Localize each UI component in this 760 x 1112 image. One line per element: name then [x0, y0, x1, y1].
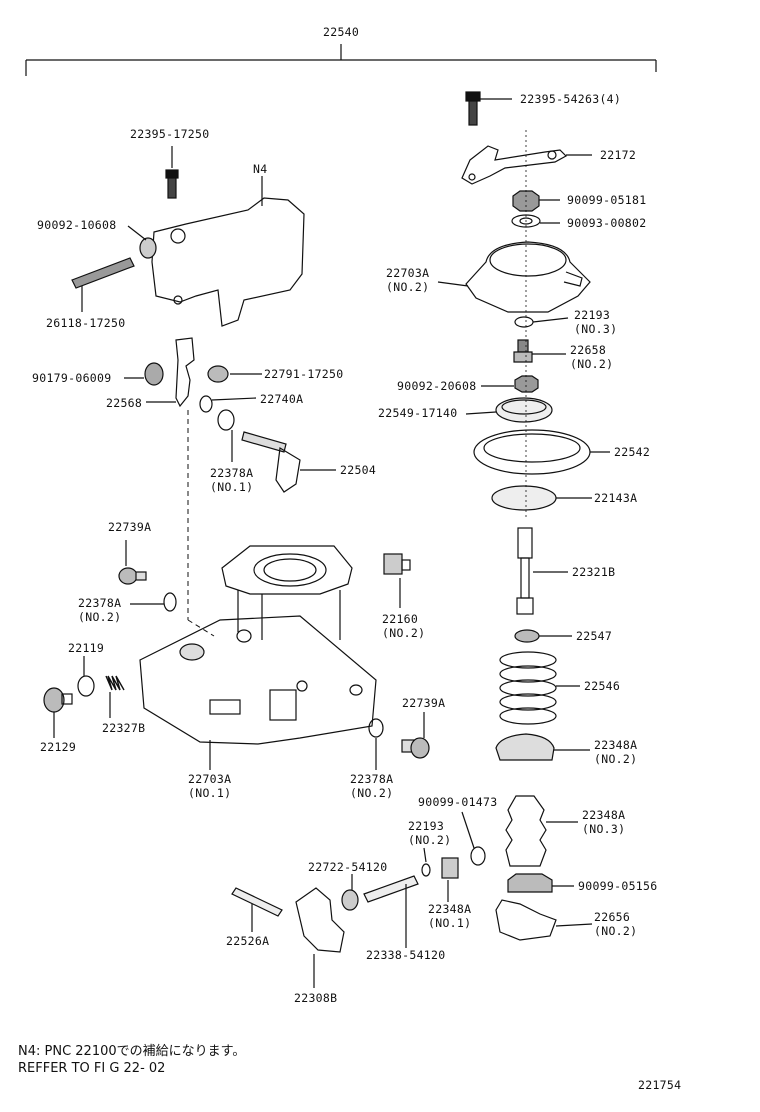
- part-label: 22740A: [260, 392, 304, 406]
- part-label: 22703A (NO.2): [386, 266, 430, 294]
- shaft-22504: [241, 431, 336, 493]
- washer-90099-01473: [461, 811, 486, 866]
- part-label: 22547: [576, 629, 613, 643]
- assembly-bracket: [25, 44, 657, 76]
- ring-22547: [514, 629, 572, 643]
- o-ring-22193-no2: [421, 847, 431, 877]
- cup-22656-no2: [495, 899, 593, 941]
- pin-22526a: [231, 887, 283, 932]
- part-label: 22321B: [572, 565, 616, 579]
- washer-22740a: [199, 395, 257, 413]
- nut-90092-20608: [481, 375, 539, 393]
- lever-22308b: [295, 887, 345, 988]
- carburetor-body-22703a-no1: [139, 545, 377, 770]
- part-label: 90093-00802: [567, 216, 647, 230]
- part-label: 22378A (NO.2): [78, 596, 122, 624]
- supply-note: N4: PNC 22100での補給になります。: [18, 1044, 246, 1059]
- nut-90179-06009: [124, 362, 164, 386]
- part-label: 22526A: [226, 934, 270, 948]
- part-label: 22308B: [294, 991, 338, 1005]
- part-label: 22658 (NO.2): [570, 343, 614, 371]
- bushing-22722-54120: [341, 874, 359, 911]
- part-label: 22143A: [594, 491, 638, 505]
- fitting-22658: [513, 339, 566, 363]
- washer-90093-00802: [511, 214, 560, 228]
- part-label: 22172: [600, 148, 637, 162]
- diaphragm-22542: [473, 429, 610, 475]
- part-label: 22160 (NO.2): [382, 612, 426, 640]
- diaphragm-cover-22703a-no2: [437, 241, 591, 313]
- part-label: 90099-01473: [418, 795, 498, 809]
- o-ring-22193-no3: [514, 316, 569, 328]
- part-label: 22656 (NO.2): [594, 910, 638, 938]
- stud-26118-17250: [71, 257, 135, 312]
- assembly-number: 22540: [323, 25, 360, 39]
- part-label: 90092-10608: [37, 218, 117, 232]
- part-label: 90099-05181: [567, 193, 647, 207]
- part-label: 22378A (NO.1): [210, 466, 254, 494]
- part-label: 22703A (NO.1): [188, 772, 232, 800]
- part-label: 22549-17140: [378, 406, 458, 420]
- washer-22378a-no1: [217, 409, 235, 462]
- collar-90092-10608: [127, 225, 157, 259]
- part-label: 22193 (NO.3): [574, 308, 618, 336]
- sleeve-22348a-no1: [441, 857, 459, 902]
- shaft-22338-54120: [363, 875, 419, 948]
- part-label: 90179-06009: [32, 371, 112, 385]
- part-label: 22739A: [108, 520, 152, 534]
- part-label: N4: [253, 162, 268, 176]
- part-label: 22348A (NO.2): [594, 738, 638, 766]
- part-label: 90099-05156: [578, 879, 658, 893]
- link-22172: [461, 145, 592, 185]
- part-label: 22193 (NO.2): [408, 819, 452, 847]
- part-label: 22395-17250: [130, 127, 210, 141]
- part-label: 22327B: [102, 721, 146, 735]
- spring-22546: [499, 651, 580, 725]
- washer-22378a-no2-left: [130, 592, 177, 612]
- retainer-22549-17140: [465, 397, 553, 423]
- part-label: 22129: [40, 740, 77, 754]
- part-label: 22722-54120: [308, 860, 388, 874]
- part-label: 22546: [584, 679, 621, 693]
- screw-22739a-left: [118, 540, 147, 585]
- nut-90099-05156: [507, 873, 574, 893]
- part-label: 22348A (NO.3): [582, 808, 626, 836]
- lever-22568: [146, 337, 195, 408]
- part-label: 26118-17250: [46, 316, 126, 330]
- part-label: 22504: [340, 463, 377, 477]
- spring-22327b: [105, 675, 125, 718]
- jet-22160-no2: [383, 553, 411, 608]
- bracket-n4: [151, 176, 305, 327]
- gasket-22119: [77, 656, 95, 697]
- washer-22378a-no2-right: [368, 718, 384, 770]
- part-label: 22338-54120: [366, 948, 446, 962]
- part-label: 22542: [614, 445, 651, 459]
- part-label: 22568: [106, 396, 143, 410]
- boot-22348a-no3: [505, 795, 578, 867]
- screw-22395-17250: [165, 146, 179, 199]
- seat-22348a-no2: [495, 733, 590, 761]
- screw-22739a-right: [401, 712, 430, 759]
- part-label: 22119: [68, 641, 105, 655]
- screw-22395-54263: [465, 91, 512, 126]
- part-label: 22348A (NO.1): [428, 902, 472, 930]
- part-label: 22395-54263(4): [520, 92, 622, 106]
- rod-22321b: [516, 527, 568, 615]
- part-label: 22378A (NO.2): [350, 772, 394, 800]
- reference-note: REFFER TO FI G 22- 02: [18, 1061, 166, 1076]
- part-label: 22739A: [402, 696, 446, 710]
- nut-90099-05181: [512, 190, 560, 212]
- nut-22791-17250: [207, 365, 262, 383]
- screw-22129: [43, 687, 73, 738]
- part-label: 22791-17250: [264, 367, 344, 381]
- retainer-22143a: [491, 485, 592, 511]
- part-label: 90092-20608: [397, 379, 477, 393]
- figure-number: 221754: [638, 1078, 682, 1092]
